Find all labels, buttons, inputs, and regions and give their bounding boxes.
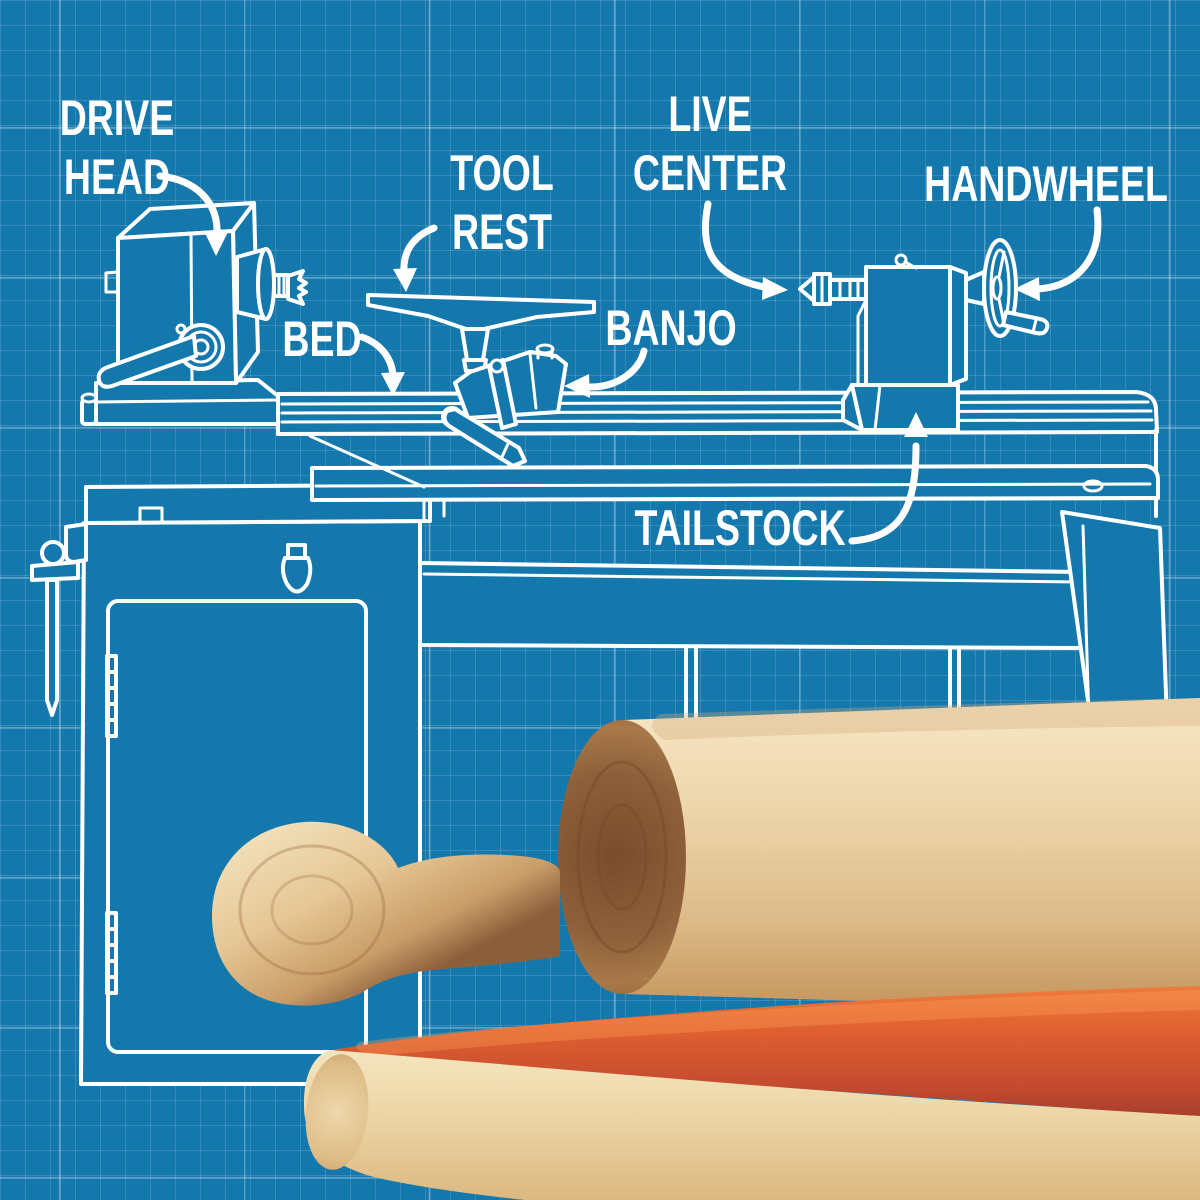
- headstock-lever-drawing: [96, 323, 225, 389]
- live-center-arrow: [701, 200, 788, 300]
- door-latch-keyhole: [280, 543, 313, 594]
- padauk-pin-photo: [332, 986, 1200, 1118]
- label-handwheel-line1: HANDWHEEL: [924, 156, 1168, 212]
- front-maple-pin-photo: [303, 1050, 1200, 1200]
- handwheel-arrow: [1014, 206, 1102, 301]
- label-live-center: LIVE CENTER: [598, 85, 823, 203]
- tailstock-arrow: [848, 412, 928, 545]
- door-hinge-marks: [105, 654, 118, 995]
- banjo-lock-handle-drawing: [441, 406, 527, 468]
- maple-pin-knob-handle-photo: [212, 821, 560, 1006]
- spindle-drawing: [235, 247, 308, 321]
- label-tailstock: TAILSTOCK: [628, 499, 853, 558]
- tailstock-drawing: [798, 238, 1050, 432]
- label-bed: BED: [247, 310, 397, 369]
- maple-pin-barrel-photo: [558, 698, 1200, 1002]
- label-banjo-line1: BANJO: [605, 300, 737, 356]
- label-tool-rest-line2: REST: [451, 204, 553, 260]
- handwheel-drawing: [964, 238, 1050, 338]
- label-drive-head: DRIVE HEAD: [5, 89, 230, 207]
- bed-arrow: [358, 333, 405, 396]
- label-drive-head-line2: HEAD: [63, 149, 171, 205]
- label-live-center-line1: LIVE: [668, 86, 752, 142]
- label-drive-head-line1: DRIVE: [59, 90, 175, 146]
- tool-rest-banjo-drawing: [366, 293, 596, 468]
- label-tailstock-line1: TAILSTOCK: [634, 500, 846, 556]
- drive-head-arrow: [156, 172, 229, 256]
- label-live-center-line2: CENTER: [632, 145, 788, 201]
- label-banjo: BANJO: [581, 299, 761, 358]
- headstock-drawing: [80, 201, 308, 426]
- hook-rod-drawing: [30, 540, 80, 717]
- label-handwheel: HANDWHEEL: [896, 155, 1196, 214]
- live-center-drawing: [798, 272, 868, 306]
- label-tool-rest-line1: TOOL: [450, 145, 554, 201]
- label-tool-rest: TOOL REST: [390, 144, 615, 262]
- label-bed-line1: BED: [282, 311, 362, 367]
- tool-rest-arrow: [393, 224, 438, 292]
- banjo-arrow: [564, 347, 648, 398]
